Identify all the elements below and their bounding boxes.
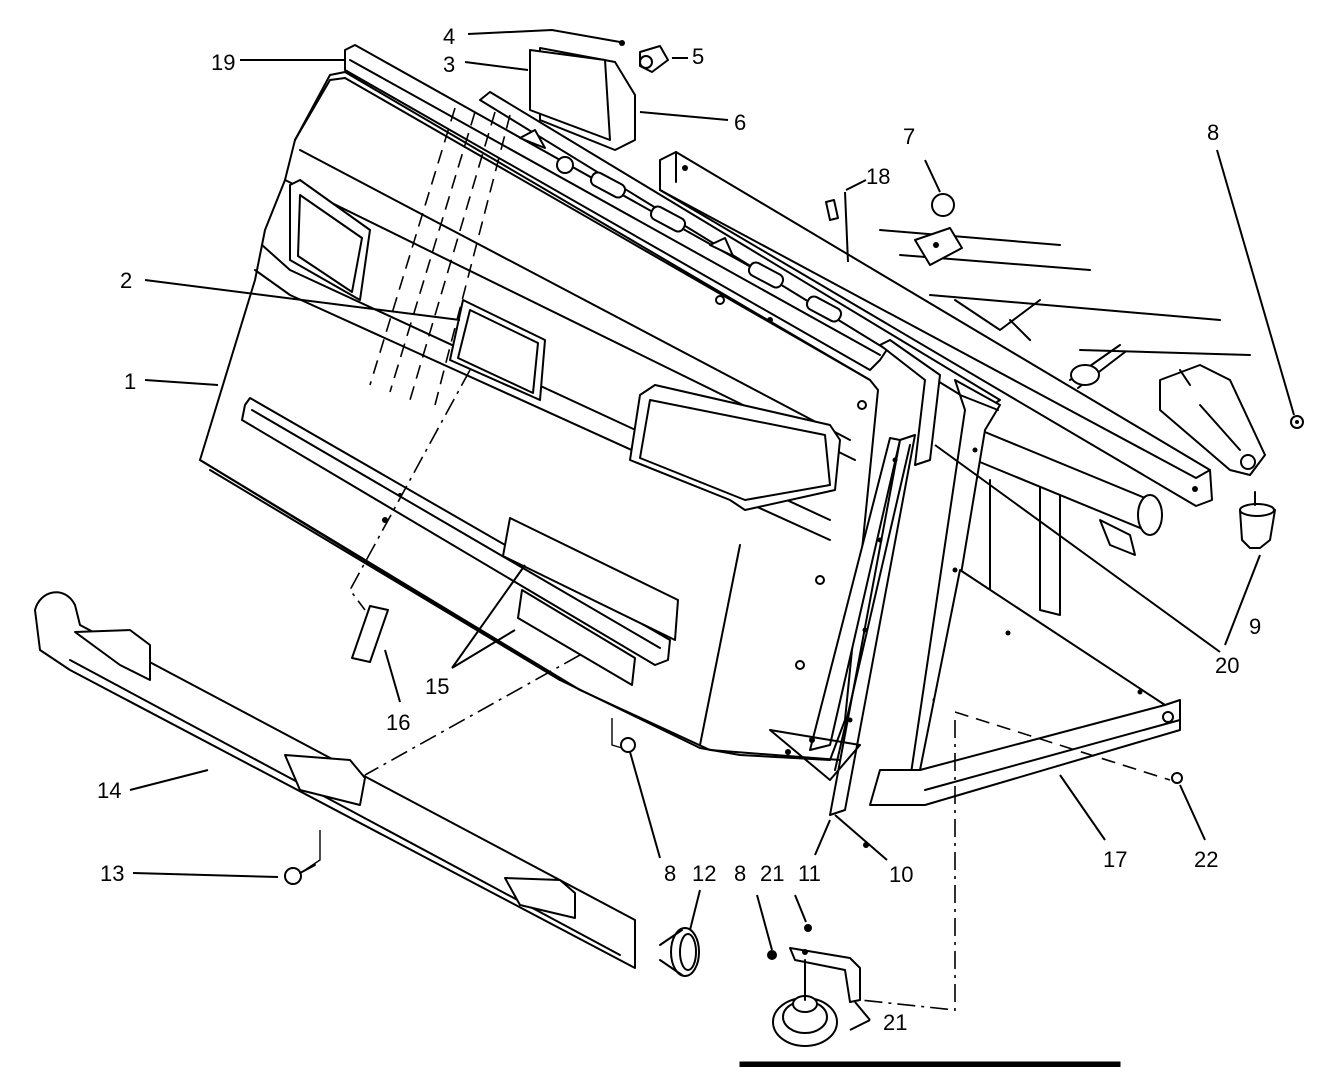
callout-10: 10 — [889, 862, 913, 887]
callout-8-mid: 8 — [664, 861, 676, 886]
callout-21-bottom: 21 — [883, 1010, 907, 1035]
callout-8-top: 8 — [1207, 120, 1219, 145]
small-parts — [351, 193, 1304, 848]
callout-1: 1 — [124, 369, 136, 394]
callout-9: 9 — [1249, 614, 1261, 639]
callout-8-low: 8 — [734, 861, 746, 886]
construction-lines — [304, 107, 1171, 1011]
callout-18: 18 — [866, 164, 890, 189]
callout-12: 12 — [692, 861, 716, 886]
callout-16: 16 — [386, 710, 410, 735]
floor-pan — [869, 569, 1181, 806]
callout-4: 4 — [443, 24, 455, 49]
callout-14: 14 — [97, 778, 121, 803]
callout-6: 6 — [734, 110, 746, 135]
callout-17: 17 — [1103, 847, 1127, 872]
callout-13: 13 — [100, 861, 124, 886]
callout-5: 5 — [692, 44, 704, 69]
dash-panel — [199, 71, 879, 761]
callout-7: 7 — [903, 124, 915, 149]
callout-22: 22 — [1194, 847, 1218, 872]
dash-top-panel — [344, 44, 1001, 411]
chassis-frame — [659, 151, 1266, 616]
horn-assembly — [767, 924, 861, 1047]
callout-19: 19 — [211, 50, 235, 75]
bottom-edge-fragment — [739, 1061, 1121, 1067]
side-rails — [769, 339, 1001, 816]
leader-lines — [129, 28, 1295, 1031]
callout-2: 2 — [120, 268, 132, 293]
light-assembly — [529, 40, 669, 151]
callout-3: 3 — [443, 52, 455, 77]
callout-labels: 19 4 3 5 6 7 18 8 2 1 9 20 15 16 14 13 8… — [97, 24, 1261, 1035]
callout-21-top: 21 — [760, 861, 784, 886]
callout-11: 11 — [798, 861, 821, 886]
decals — [502, 517, 679, 686]
callout-15: 15 — [425, 674, 449, 699]
callout-20: 20 — [1215, 653, 1239, 678]
bumper — [34, 591, 700, 977]
